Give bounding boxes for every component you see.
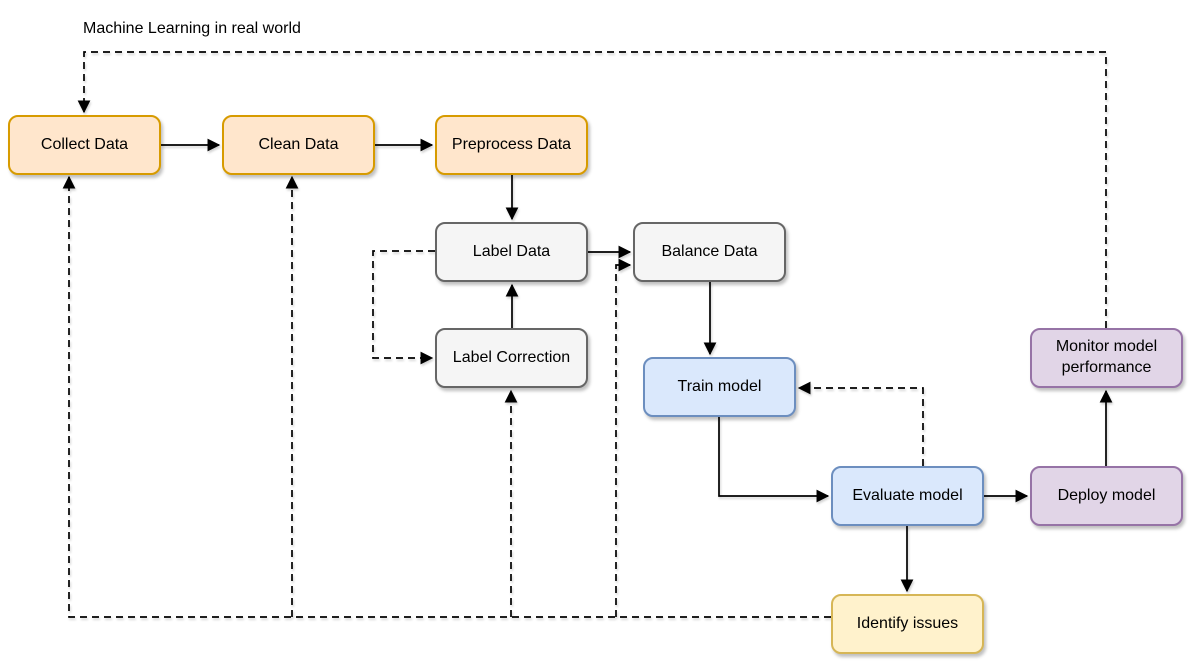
edge-monitor-to-collect-loop — [77, 51, 1107, 328]
node-label: Train model — [677, 377, 762, 395]
node-label: Preprocess Data — [451, 135, 572, 153]
node-label: Collect Data — [40, 135, 129, 153]
node-label: Label Correction — [452, 348, 571, 366]
node-label: Deploy model — [1057, 486, 1156, 504]
edges-group — [62, 51, 1113, 618]
node-label: Identify issues — [856, 614, 959, 632]
node-collect-data: Collect Data — [8, 115, 161, 175]
edge-train-model-to-evaluate-model — [718, 417, 830, 503]
node-train-model: Train model — [643, 357, 796, 417]
node-clean-data: Clean Data — [222, 115, 375, 175]
edge-label-data-to-label-correction — [372, 250, 435, 365]
node-label: Evaluate model — [852, 486, 963, 504]
node-monitor-model-performance: Monitor model performance — [1030, 328, 1183, 388]
node-label-data: Label Data — [435, 222, 588, 282]
node-label: Balance Data — [661, 242, 758, 260]
node-identify-issues: Identify issues — [831, 594, 984, 654]
edge-evaluate-model-to-train-model — [797, 381, 924, 466]
node-label-correction: Label Correction — [435, 328, 588, 388]
node-label: Monitor model performance — [1055, 338, 1158, 376]
diagram-title: Machine Learning in real world — [83, 20, 301, 37]
edge-identify-issues-to-collect-data — [62, 175, 831, 618]
node-balance-data: Balance Data — [633, 222, 786, 282]
node-evaluate-model: Evaluate model — [831, 466, 984, 526]
node-label: Label Data — [472, 242, 551, 260]
node-label: Clean Data — [258, 135, 339, 153]
edge-identify-issues-to-balance-data — [615, 258, 632, 617]
node-preprocess-data: Preprocess Data — [435, 115, 588, 175]
node-deploy-model: Deploy model — [1030, 466, 1183, 526]
